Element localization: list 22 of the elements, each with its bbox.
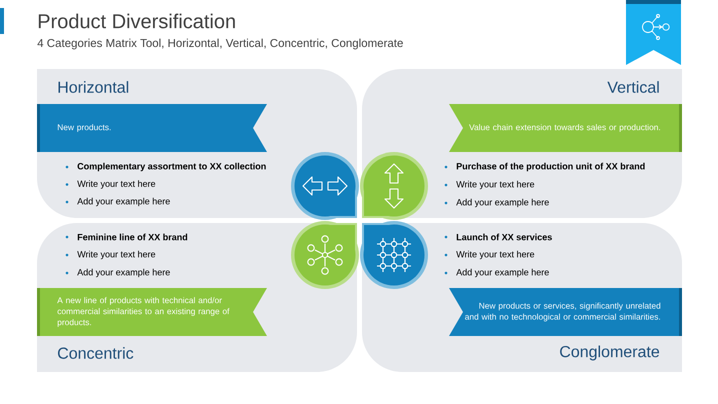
ribbon-banner: New products. [37,104,267,152]
bullet-item: Write your text here [77,180,156,189]
bullet-item: Add your example here [456,198,549,208]
bullet-item: Feminine line of XX brand [78,234,188,240]
bullet-item: Write your text here [77,250,156,260]
bullet-item: Add your example here [456,268,549,278]
panel-heading: Concentric [58,347,134,359]
title: Product Diversification [38,14,235,28]
bullet-item: Write your text here [456,250,534,260]
bullet-item: Launch of XX services [456,234,552,240]
panel-heading: Conglomerate [560,346,660,360]
ribbon-banner: New products or services, significantly unrelated and with no technological or commercial similarities. [449,288,682,336]
ribbon-banner: Value chain extension towards sales or production. [449,104,682,152]
bullet-item: Complementary assortment to XX collection [78,162,266,172]
bullet-item: Add your example here [77,268,170,278]
ribbon-banner: A new line of products with technical and/or commercial similarities to an existing range of products. [37,288,267,336]
panel-heading: Vertical [607,81,659,93]
panel-heading: Horizontal [58,81,128,93]
subtitle: 4 Categories Matrix Tool, Horizontal, Vertical, Concentric, Conglomerate [37,38,403,50]
bullet-item: Write your text here [456,180,534,190]
bullet-item: Add your example here [77,198,170,206]
bullet-item: Purchase of the production unit of XX brand [456,162,645,172]
